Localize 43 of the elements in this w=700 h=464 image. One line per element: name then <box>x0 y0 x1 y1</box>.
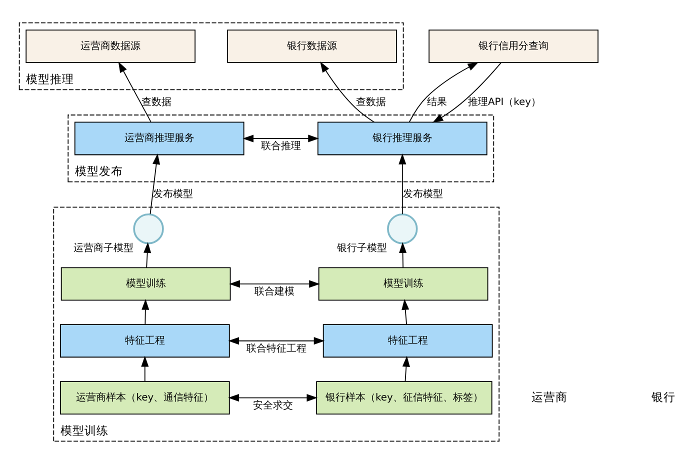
arrow <box>144 242 152 268</box>
arrow <box>228 394 318 402</box>
node-box: 运营商样本（key、通信特征） <box>60 381 230 414</box>
arrow <box>142 298 150 325</box>
edge-label: 联合推理 <box>260 141 301 152</box>
arrow <box>150 154 160 215</box>
arrow <box>118 62 152 122</box>
node-box: 运营商数据源 <box>26 30 196 64</box>
node-box: 银行推理服务 <box>317 122 488 156</box>
edge-label: 结果 <box>427 96 448 108</box>
arrow <box>229 280 320 288</box>
label: 银行 <box>652 390 676 404</box>
node-box: 银行样本（key、征信特征、标签） <box>316 381 492 414</box>
arrow <box>432 62 502 123</box>
arrow <box>398 154 406 215</box>
arrow <box>242 134 319 142</box>
node-label: 运营商子模型 <box>73 243 134 254</box>
edge-label: 安全求交 <box>252 400 293 412</box>
node-box: 模型训练 <box>318 267 488 301</box>
edge-label: 发布模型 <box>152 189 193 200</box>
arrow <box>402 298 410 325</box>
node-box: 模型训练 <box>60 267 231 301</box>
node-circle <box>387 213 418 244</box>
node-box: 运营商推理服务 <box>74 122 244 156</box>
arrow <box>408 62 479 122</box>
node-box: 特征工程 <box>322 324 493 358</box>
edge-label: 推理API（key） <box>468 96 542 108</box>
edge-label: 发布模型 <box>403 189 444 200</box>
edge-label: 联合特征工程 <box>246 344 306 355</box>
edge-label: 查数据 <box>356 96 386 108</box>
node-box: 特征工程 <box>60 324 230 358</box>
edge-label: 联合建模 <box>254 286 295 298</box>
node-circle <box>133 213 164 244</box>
arrow <box>228 337 325 345</box>
arrow <box>399 242 407 268</box>
arrow <box>141 356 149 382</box>
label: 运营商 <box>532 390 568 404</box>
arrow <box>402 356 410 382</box>
node-box: 银行信用分查询 <box>428 30 598 64</box>
edge-label: 查数据 <box>142 96 172 108</box>
arrow <box>320 62 375 123</box>
node-box: 银行数据源 <box>227 30 397 64</box>
node-label: 银行子模型 <box>337 243 388 254</box>
